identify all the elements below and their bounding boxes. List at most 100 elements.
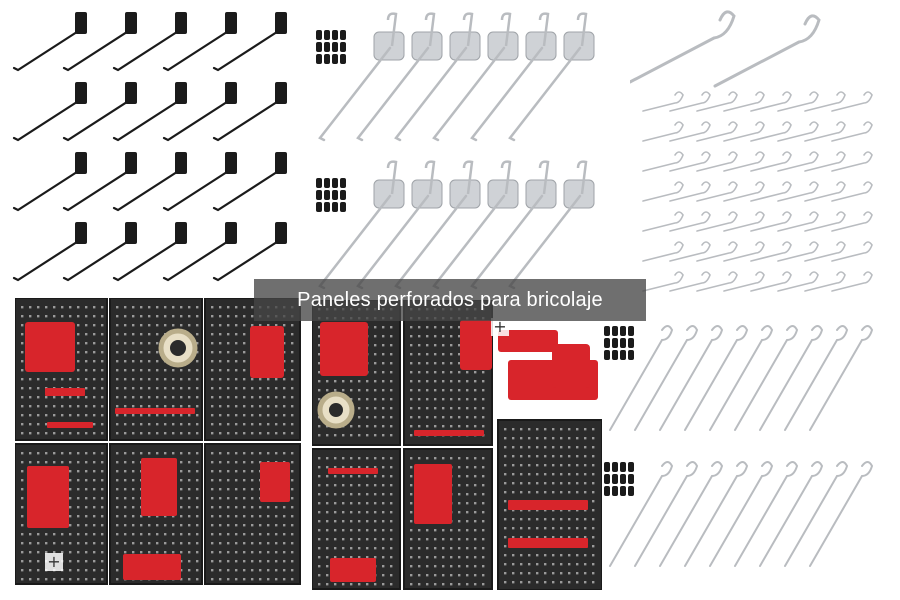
peg-hole: [164, 378, 167, 381]
peg-hole: [382, 520, 385, 523]
peg-hole: [291, 432, 294, 435]
peg-hole: [69, 306, 72, 309]
tool-holder: [115, 408, 195, 414]
peg-hole: [21, 306, 24, 309]
peg-lock: [324, 54, 330, 64]
peg-hole: [116, 470, 119, 473]
hook-wire: [723, 151, 765, 172]
peg-hole: [219, 387, 222, 390]
peg-hole: [101, 470, 104, 473]
peg-hole: [251, 497, 254, 500]
peg-hole: [418, 538, 421, 541]
peg-hole: [243, 497, 246, 500]
peg-hole: [227, 432, 230, 435]
peg-hole: [584, 446, 587, 449]
peg-hole: [156, 333, 159, 336]
peg-hole: [61, 306, 64, 309]
hook-wire: [831, 271, 873, 292]
peg-hole: [243, 533, 246, 536]
peg-hole: [342, 529, 345, 532]
peg-hole: [334, 502, 337, 505]
hook-wire: [804, 211, 846, 232]
peg-hole: [552, 437, 555, 440]
peg-hole: [434, 362, 437, 365]
peg-hole: [69, 569, 72, 572]
hook-wire: [723, 91, 765, 112]
peg-hole: [291, 461, 294, 464]
peg-hole: [512, 581, 515, 584]
peg-hole: [116, 461, 119, 464]
peg-hole: [196, 405, 199, 408]
peg-hole: [61, 315, 64, 318]
peg-hole: [156, 324, 159, 327]
peg-hole: [560, 482, 563, 485]
peg-hole: [382, 353, 385, 356]
peg-hole: [390, 425, 393, 428]
peg-hole: [243, 551, 246, 554]
peg-hole: [342, 484, 345, 487]
peg-hole: [350, 502, 353, 505]
peg-hole: [544, 464, 547, 467]
peg-hole: [390, 416, 393, 419]
peg-hole: [188, 542, 191, 545]
peg-hole: [358, 457, 361, 460]
peg-hole: [124, 333, 127, 336]
peg-hole: [132, 396, 135, 399]
zoom-plus-icon[interactable]: +: [491, 318, 509, 336]
peg-hole: [410, 371, 413, 374]
peg-hole: [544, 482, 547, 485]
peg-hole: [156, 542, 159, 545]
peg-hole: [410, 407, 413, 410]
peg-hole: [458, 583, 461, 586]
hook-wire: [642, 91, 684, 112]
peg-hole: [164, 542, 167, 545]
peg-hole: [474, 547, 477, 550]
peg-hole: [132, 360, 135, 363]
peg-lock: [340, 202, 346, 212]
peg-hole: [77, 551, 80, 554]
hook-wire: [470, 194, 544, 290]
peg-hole: [267, 324, 270, 327]
peg-hole: [235, 360, 238, 363]
peg-hole: [536, 554, 539, 557]
hook-wire: [750, 211, 792, 232]
peg-hole: [219, 342, 222, 345]
peg-hole: [390, 484, 393, 487]
silver-pegboard-hook-icon: [316, 12, 595, 290]
peg-hole: [520, 527, 523, 530]
peg-hole: [77, 315, 80, 318]
peg-hole: [140, 369, 143, 372]
peg-hole: [504, 500, 507, 503]
peg-hole: [69, 497, 72, 500]
peg-hole: [342, 556, 345, 559]
peg-hole: [374, 511, 377, 514]
peg-hole: [132, 497, 135, 500]
hook-plate: [175, 12, 187, 34]
peg-hole: [450, 398, 453, 401]
peg-lock: [612, 462, 618, 472]
zoom-plus-icon[interactable]: +: [45, 553, 63, 571]
peg-hole: [93, 378, 96, 381]
peg-hole: [140, 542, 143, 545]
peg-hole: [434, 380, 437, 383]
peg-hole: [211, 515, 214, 518]
peg-hole: [318, 502, 321, 505]
peg-hole: [140, 333, 143, 336]
peg-hole: [450, 389, 453, 392]
peg-hole: [267, 551, 270, 554]
peg-hole: [85, 524, 88, 527]
peg-hole: [520, 563, 523, 566]
peg-hole: [21, 551, 24, 554]
peg-hole: [374, 389, 377, 392]
peg-hole: [259, 560, 262, 563]
peg-hole: [148, 452, 151, 455]
peg-hole: [275, 569, 278, 572]
peg-hole: [196, 470, 199, 473]
peg-hole: [259, 542, 262, 545]
peg-hole: [374, 416, 377, 419]
peg-hole: [458, 529, 461, 532]
peg-lock: [604, 350, 610, 360]
peg-hole: [552, 491, 555, 494]
peg-hole: [53, 551, 56, 554]
peg-hole: [390, 344, 393, 347]
